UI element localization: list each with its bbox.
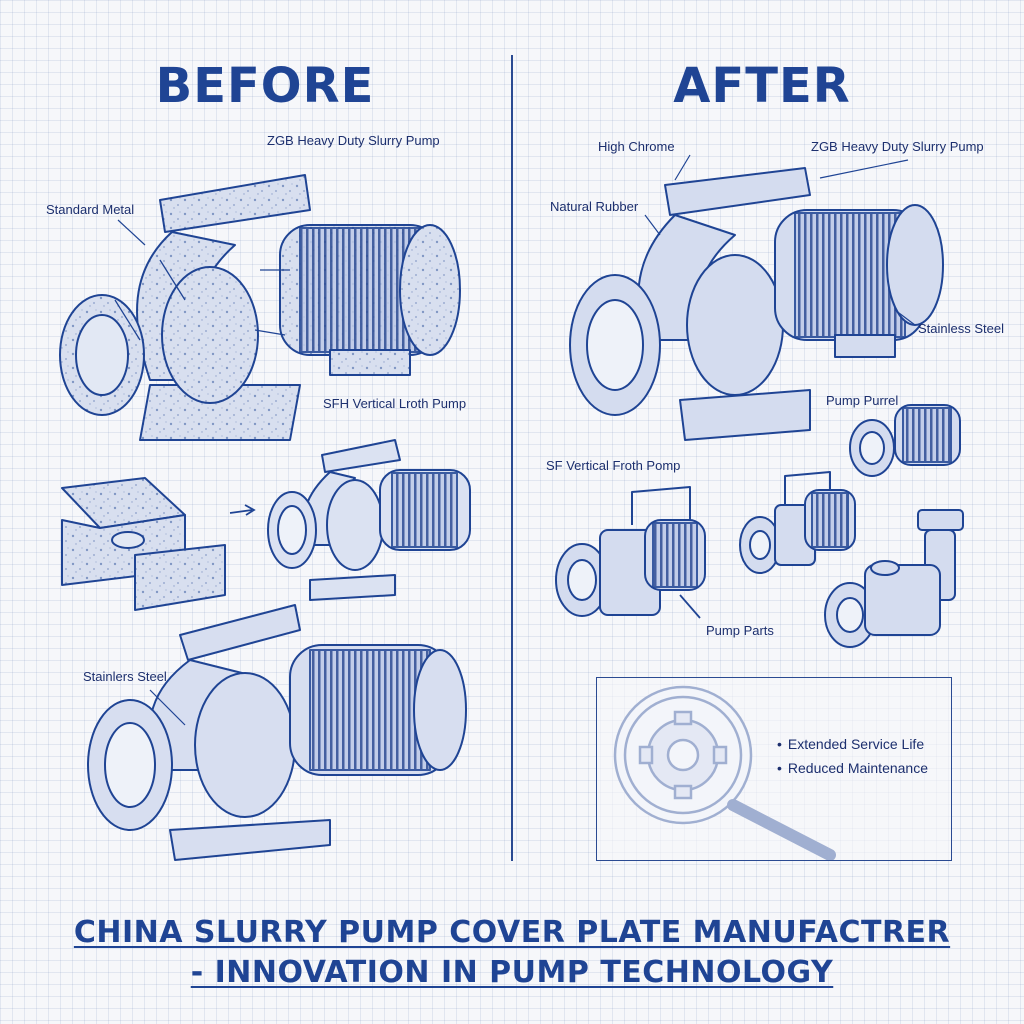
after-high-chrome-label: High Chrome [598,139,675,154]
after-pump-parts-label: Pump Parts [706,623,774,638]
after-small-pump [849,404,961,477]
after-stainless-label: Stainless Steel [918,321,1004,336]
footer-title-line-2: - INNOVATION IN PUMP TECHNOLOGY [190,955,834,990]
before-medium-pump [267,439,471,601]
benefit-item: •Reduced Maintenance [777,760,929,776]
benefits-box: •Extended Service Life •Reduced Maintena… [596,677,952,861]
after-zgb-pump-label: ZGB Heavy Duty Slurry Pump [811,139,984,154]
after-parts-arrow [679,594,701,619]
after-sf-vertical-label: SF Vertical Froth Pomp [546,458,681,473]
before-sf-vertical-label: SFH Vertical Lroth Pump [323,396,467,411]
before-bottom-pump [87,604,467,861]
benefit-item: •Extended Service Life [777,736,925,752]
before-cover-plate [61,477,226,611]
before-stainless-label: Stainlers Steel [83,669,167,684]
before-heading: BEFORE [155,58,375,114]
after-heading: AFTER [673,58,851,114]
after-large-pump [569,167,944,441]
before-standard-metal-label: Standard Metal [46,202,135,217]
before-large-pump [59,174,461,441]
before-arrow [229,509,253,514]
after-natural-rubber-label: Natural Rubber [550,199,639,214]
after-pump-parts [824,509,964,648]
after-pump-purrel-label: Pump Purrel [826,393,899,408]
after-froth-pump-left [555,486,706,617]
footer-title-line-1: CHINA SLURRY PUMP COVER PLATE MANUFACTRE… [73,915,951,950]
before-zgb-pump-label: ZGB Heavy Duty Slurry Pump [267,133,440,148]
center-divider [511,55,513,861]
after-froth-pump-center [739,471,856,574]
